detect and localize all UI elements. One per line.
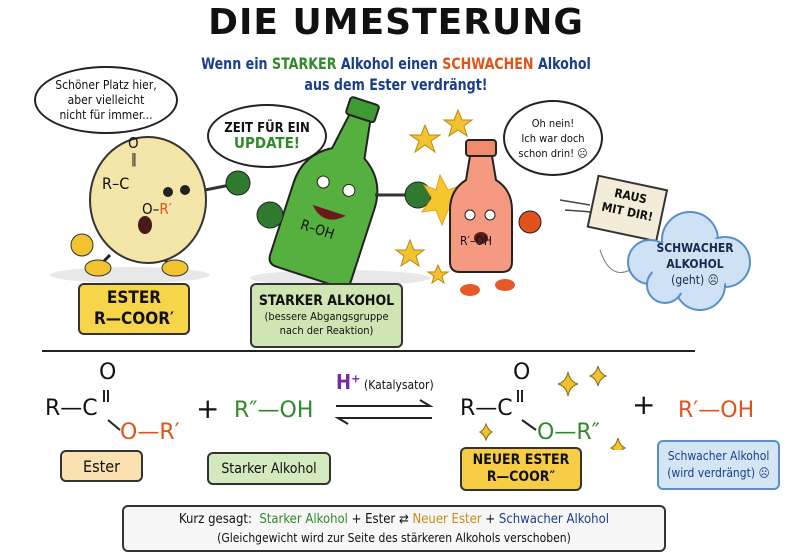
eq-label-weak: Schwacher Alkohol (wird verdrängt) ☹ <box>657 440 780 490</box>
scene-illustration <box>50 96 751 311</box>
label-strong-alcohol: STARKER ALKOHOL (bessere Abgangsgruppe n… <box>250 283 403 348</box>
ester-character <box>70 136 251 277</box>
label-line: R—COOR′ <box>93 309 175 329</box>
sparkle-icons <box>478 365 627 450</box>
summary-weak: Schwacher Alkohol <box>498 511 609 527</box>
divider <box>42 350 695 352</box>
label-line: Schwacher Alkohol <box>667 449 770 463</box>
summary-plus: + Ester <box>351 511 396 527</box>
page-title: DIE UMESTERUNG <box>208 2 584 43</box>
bubble-line: UPDATE! <box>234 134 300 152</box>
eq-weak-alcohol: R′—OH <box>678 398 755 423</box>
label-line: R—COOR″ <box>486 469 556 485</box>
catalyst-label: (Katalysator) <box>364 378 434 392</box>
eq-plus: + <box>632 388 656 421</box>
label-line: NEUER ESTER <box>472 452 570 468</box>
summary-note: (Gleichgewicht wird zur Seite des stärke… <box>217 530 571 545</box>
subtitle-text: Alkohol <box>537 54 591 73</box>
summary-new-ester: Neuer Ester <box>412 511 482 527</box>
ester-o: O– <box>142 200 160 218</box>
strong-alcohol-bottle <box>268 96 380 289</box>
subtitle-strong: STARKER <box>271 54 337 73</box>
summary-line: Kurz gesagt: Starker Alkohol + Ester ⇄ N… <box>179 510 609 529</box>
equilibrium-arrow-icon: ⇄ <box>398 511 409 527</box>
star-icons <box>394 108 474 285</box>
bubble-line: Schöner Platz hier, <box>55 77 157 92</box>
equilibrium-arrow-icon <box>334 399 434 425</box>
summary-plus: + <box>485 511 496 527</box>
label-line: (bessere Abgangsgruppe <box>264 309 389 323</box>
summary-prefix: Kurz gesagt: <box>179 511 252 527</box>
cloud-line: ALKOHOL <box>666 257 724 271</box>
cloud-line: SCHWACHER <box>656 241 734 255</box>
label-ester: ESTER R—COOR′ <box>78 283 190 335</box>
label-line: ESTER <box>106 288 162 308</box>
ester-char-o: O <box>128 134 139 152</box>
boxing-glove-icon <box>518 210 542 234</box>
equation-bonds <box>103 365 627 450</box>
speech-bubble-ester: Schöner Platz hier, aber vielleicht nich… <box>34 66 178 134</box>
eq-left-rc: R—C <box>45 396 98 421</box>
subtitle-text: Wenn ein <box>201 54 268 73</box>
bubble-line: nicht für immer... <box>59 107 153 122</box>
motion-lines <box>599 249 631 273</box>
weak-bottle-label: R′–OH <box>460 234 492 248</box>
eq-plus: + <box>196 392 220 425</box>
ester-char-or: O–R′ <box>142 200 172 218</box>
speech-bubble-weak: Oh nein! Ich war doch schon drin! ☹ <box>503 100 603 176</box>
eq-right-o: O <box>513 360 531 385</box>
weak-alcohol-bottle <box>449 139 515 296</box>
subtitle-line2: aus dem Ester verdrängt! <box>304 75 488 94</box>
eq-label-new-ester: NEUER ESTER R—COOR″ <box>460 447 582 491</box>
label-line: (wird verdrängt) ☹ <box>667 466 770 480</box>
bubble-line: Ich war doch <box>521 131 585 145</box>
boxing-glove-icon <box>256 201 284 229</box>
summary-box: Kurz gesagt: Starker Alkohol + Ester ⇄ N… <box>122 505 666 552</box>
bubble-line: schon drin! ☹ <box>518 146 588 160</box>
eq-right-or: O—R″ <box>537 420 600 445</box>
eq-catalyst: H⁺ (Katalysator) <box>336 370 434 394</box>
label-line: nach der Reaktion) <box>279 323 374 337</box>
speech-bubble-strong: ZEIT FÜR EIN UPDATE! <box>207 104 327 168</box>
catalyst-symbol: H⁺ <box>336 370 361 394</box>
cloud-line: (geht) ☹ <box>671 273 719 287</box>
eq-label-strong: Starker Alkohol <box>207 452 331 485</box>
bubble-line: aber vielleicht <box>67 92 145 107</box>
eq-right-rc: R—C <box>460 396 513 421</box>
double-bond: ‖ <box>131 152 137 167</box>
bubble-line: ZEIT FÜR EIN <box>224 121 310 136</box>
eq-label-ester: Ester <box>60 450 143 482</box>
ester-r1: R′ <box>159 200 172 218</box>
sign-board <box>586 174 669 243</box>
cloud-text: SCHWACHER ALKOHOL (geht) ☹ <box>650 240 740 288</box>
summary-strong: Starker Alkohol <box>259 511 348 527</box>
eq-strong-alcohol: R″—OH <box>234 398 314 423</box>
subtitle-weak: SCHWACHEN <box>442 54 534 73</box>
eq-left-o: O <box>99 360 117 385</box>
bubble-line: Oh nein! <box>531 116 575 130</box>
label-line: STARKER ALKOHOL <box>258 292 395 309</box>
subtitle-text: Alkohol einen <box>340 54 438 73</box>
eq-left-or: O—R′ <box>120 420 180 445</box>
subtitle-line1: Wenn ein STARKER Alkohol einen SCHWACHEN… <box>48 54 745 73</box>
motion-lines <box>559 199 593 213</box>
ester-char-rc: R–C <box>102 174 130 193</box>
cloud-shape <box>627 211 751 311</box>
